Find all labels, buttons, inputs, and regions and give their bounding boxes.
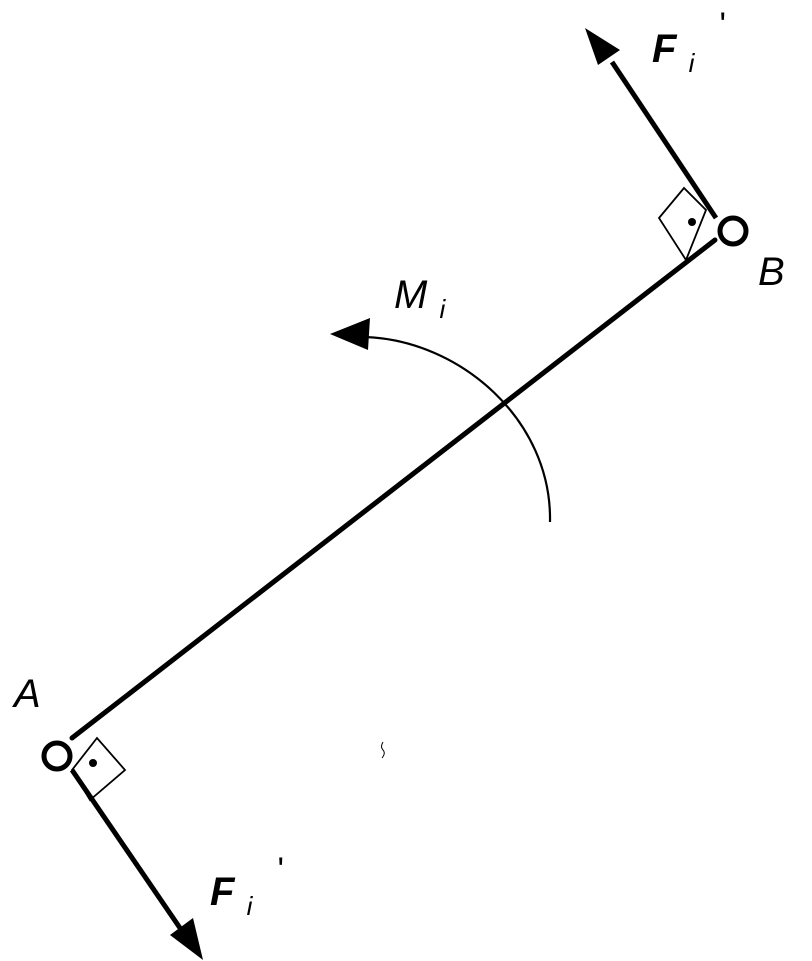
- moment-label: M i: [394, 273, 446, 324]
- force-a-label: F i ': [210, 851, 284, 924]
- force-a-prime: ': [277, 851, 284, 889]
- force-b-label: F i ': [652, 6, 726, 81]
- force-arrow-a: [69, 768, 183, 930]
- force-arrowhead-a: [170, 918, 203, 960]
- right-angle-marker-a: [70, 736, 127, 802]
- force-a-symbol: F: [210, 870, 236, 914]
- force-a-subscript: i: [247, 891, 254, 921]
- force-b-symbol: F: [652, 27, 678, 71]
- force-arrow-b: [609, 60, 719, 220]
- link-bar: [69, 237, 718, 741]
- moment-arrowhead: [330, 318, 370, 350]
- force-b-prime: ': [719, 6, 726, 44]
- moment-subscript: i: [439, 294, 446, 324]
- right-angle-dot-b: [688, 218, 696, 226]
- moment-symbol: M: [394, 273, 428, 317]
- pin-joint-a: [41, 740, 73, 772]
- point-a-label: A: [12, 672, 41, 716]
- moment-arc: [364, 335, 552, 523]
- force-b-subscript: i: [689, 48, 696, 78]
- right-angle-dot-a: [89, 759, 97, 767]
- force-arrowhead-b: [585, 28, 620, 65]
- stray-mark: [381, 741, 385, 759]
- right-angle-marker-b: [657, 186, 708, 262]
- pin-joint-b: [717, 215, 749, 247]
- point-b-label: B: [758, 250, 785, 294]
